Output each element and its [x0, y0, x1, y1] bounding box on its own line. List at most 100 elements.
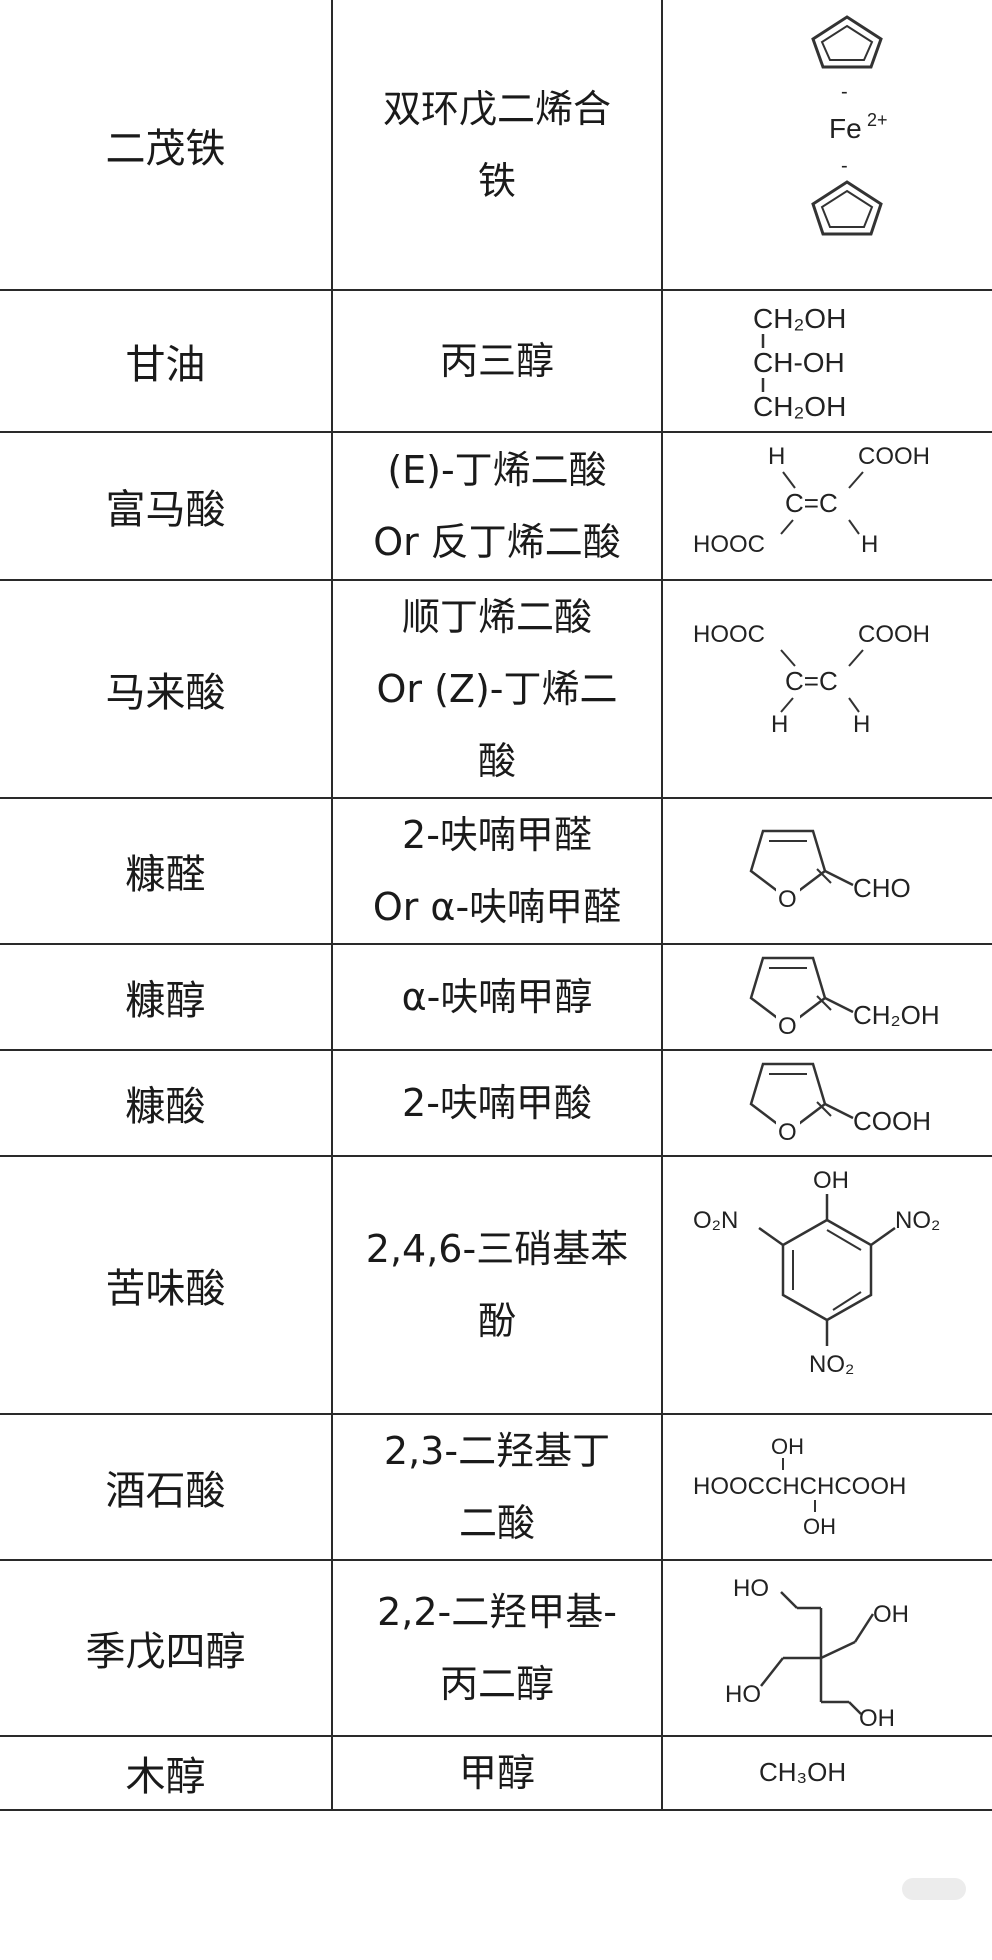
glycerol-middle: CH-OH	[753, 347, 845, 378]
nitro-left: O₂N	[693, 1207, 738, 1234]
methanol-formula: CH₃OH	[759, 1757, 846, 1787]
common-name: 富马酸	[0, 431, 333, 581]
table-row: 糠酸 2-呋喃甲酸 O COOH	[0, 1049, 992, 1157]
systematic-name-line: 二酸	[458, 1501, 535, 1545]
ferrocene-structure: - Fe 2+ -	[811, 14, 888, 235]
table-row: 马来酸 顺丁烯二酸 Or (Z)-丁烯二 酸 HOOC COOH C=C H H	[0, 579, 992, 799]
hooc-top-left: HOOC	[693, 621, 765, 648]
table-row: 富马酸 (E)-丁烯二酸 Or 反丁烯二酸 H COOH C=C HOOC H	[0, 431, 992, 581]
substituent: CHO	[853, 873, 911, 903]
fe-charge: 2+	[867, 110, 888, 130]
systematic-name: 2,3-二羟基丁 二酸	[331, 1413, 663, 1561]
glycerol-bottom: CH₂OH	[753, 391, 846, 422]
h-bottom-right: H	[861, 531, 878, 558]
systematic-name: 顺丁烯二酸 Or (Z)-丁烯二 酸	[331, 579, 663, 799]
structure-cell: OH O₂N NO₂ NO₂	[661, 1155, 992, 1415]
h-bottom-right: H	[853, 711, 870, 738]
picric-acid-structure: OH O₂N NO₂ NO₂	[693, 1167, 940, 1378]
common-name: 木醇	[0, 1735, 333, 1811]
systematic-name-line: 丙三醇	[439, 339, 554, 383]
double-bond: C=C	[785, 666, 838, 696]
systematic-name-line: 酸	[477, 739, 516, 783]
systematic-name-line: 铁	[477, 158, 516, 203]
systematic-name-line: (E)-丁烯二酸	[387, 448, 607, 492]
systematic-name-line: 甲醇	[458, 1751, 535, 1795]
nitro-bottom: NO₂	[809, 1351, 854, 1378]
systematic-name-line: 2-呋喃甲酸	[402, 1081, 592, 1125]
table-row: 酒石酸 2,3-二羟基丁 二酸 OH HOOCCHCHCOOH OH	[0, 1413, 992, 1561]
hydroxyl-top: OH	[771, 1434, 804, 1459]
structure-cell: O CHO	[661, 797, 992, 945]
structure-cell: CH₃OH	[661, 1735, 992, 1811]
common-name: 甘油	[0, 289, 333, 433]
h-top-left: H	[768, 443, 785, 470]
structure-cell: O CH₂OH	[661, 943, 992, 1051]
table-row: 糠醇 α-呋喃甲醇 O CH₂OH	[0, 943, 992, 1051]
methanol-structure: CH₃OH	[759, 1757, 846, 1787]
systematic-name-line: 2,3-二羟基丁	[383, 1429, 611, 1473]
watermark-badge	[902, 1878, 966, 1900]
structure-cell: H COOH C=C HOOC H	[661, 431, 992, 581]
ring-oxygen: O	[778, 1119, 797, 1146]
table-row: 苦味酸 2,4,6-三硝基苯 酚 OH O₂N NO₂	[0, 1155, 992, 1415]
tartaric-chain: HOOCCHCHCOOH	[693, 1473, 906, 1500]
maleic-acid-structure: HOOC COOH C=C H H	[693, 621, 930, 738]
structure-cell: - Fe 2+ -	[661, 0, 992, 291]
furfural-structure: O CHO	[749, 829, 911, 913]
hydroxyl-label: OH	[813, 1167, 849, 1194]
charge-minus: -	[841, 81, 848, 103]
common-name: 糠醇	[0, 943, 333, 1051]
cooh-top-right: COOH	[858, 621, 930, 648]
glycerol-top: CH₂OH	[753, 303, 846, 334]
ring-oxygen: O	[778, 886, 797, 913]
double-bond: C=C	[785, 488, 838, 518]
hydroxyl-top-left: HO	[733, 1575, 769, 1602]
furoic-acid-structure: O COOH	[749, 1062, 931, 1146]
systematic-name-line: Or 反丁烯二酸	[373, 520, 621, 564]
common-name: 季戊四醇	[0, 1559, 333, 1737]
systematic-name: 2,4,6-三硝基苯 酚	[331, 1155, 663, 1415]
table-row: 木醇 甲醇 CH₃OH	[0, 1735, 992, 1811]
table-row: 季戊四醇 2,2-二羟甲基- 丙二醇 HO OH HO	[0, 1559, 992, 1737]
hooc-bottom-left: HOOC	[693, 531, 765, 558]
hydroxyl-bottom-left: HO	[725, 1681, 761, 1708]
substituent: CH₂OH	[853, 1000, 940, 1030]
glycerol-structure: CH₂OH CH-OH CH₂OH	[753, 303, 846, 422]
systematic-name-line: Or α-呋喃甲醛	[372, 885, 622, 929]
hydroxyl-bottom: OH	[803, 1514, 836, 1539]
common-name: 糠酸	[0, 1049, 333, 1157]
systematic-name: (E)-丁烯二酸 Or 反丁烯二酸	[331, 431, 663, 581]
structure-cell: O COOH	[661, 1049, 992, 1157]
fumaric-acid-structure: H COOH C=C HOOC H	[693, 443, 930, 558]
ring-oxygen: O	[778, 1013, 797, 1040]
systematic-name: 2-呋喃甲醛 Or α-呋喃甲醛	[331, 797, 663, 945]
charge-minus: -	[841, 155, 848, 177]
systematic-name-line: 2,2-二羟甲基-	[377, 1590, 617, 1634]
systematic-name-line: Or (Z)-丁烯二	[376, 667, 618, 711]
systematic-name-line: 丙二醇	[439, 1662, 554, 1706]
systematic-name: 2,2-二羟甲基- 丙二醇	[331, 1559, 663, 1737]
systematic-name-line: 双环戊二烯合	[382, 86, 611, 131]
systematic-name: 丙三醇	[331, 289, 663, 433]
systematic-name-line: 2,4,6-三硝基苯	[365, 1227, 629, 1271]
cooh-top-right: COOH	[858, 443, 930, 470]
substituent: COOH	[853, 1106, 931, 1136]
systematic-name: 甲醇	[331, 1735, 663, 1811]
structure-cell: HO OH HO OH	[661, 1559, 992, 1737]
hydroxyl-bottom-right: OH	[859, 1705, 895, 1732]
pentaerythritol-structure: HO OH HO OH	[725, 1575, 909, 1732]
common-name: 二茂铁	[0, 0, 333, 291]
common-name: 马来酸	[0, 579, 333, 799]
systematic-name: 双环戊二烯合 铁	[331, 0, 663, 291]
common-name: 苦味酸	[0, 1155, 333, 1415]
systematic-name: 2-呋喃甲酸	[331, 1049, 663, 1157]
systematic-name-line: 酚	[477, 1299, 516, 1343]
chemical-names-table: 二茂铁 双环戊二烯合 铁 - Fe 2+ - 甘油	[0, 0, 992, 1811]
structure-cell: OH HOOCCHCHCOOH OH	[661, 1413, 992, 1561]
systematic-name-line: 顺丁烯二酸	[401, 595, 592, 639]
systematic-name: α-呋喃甲醇	[331, 943, 663, 1051]
nitro-right: NO₂	[895, 1207, 940, 1234]
structure-cell: HOOC COOH C=C H H	[661, 579, 992, 799]
common-name: 糠醛	[0, 797, 333, 945]
table-row: 甘油 丙三醇 CH₂OH CH-OH CH₂OH	[0, 289, 992, 433]
